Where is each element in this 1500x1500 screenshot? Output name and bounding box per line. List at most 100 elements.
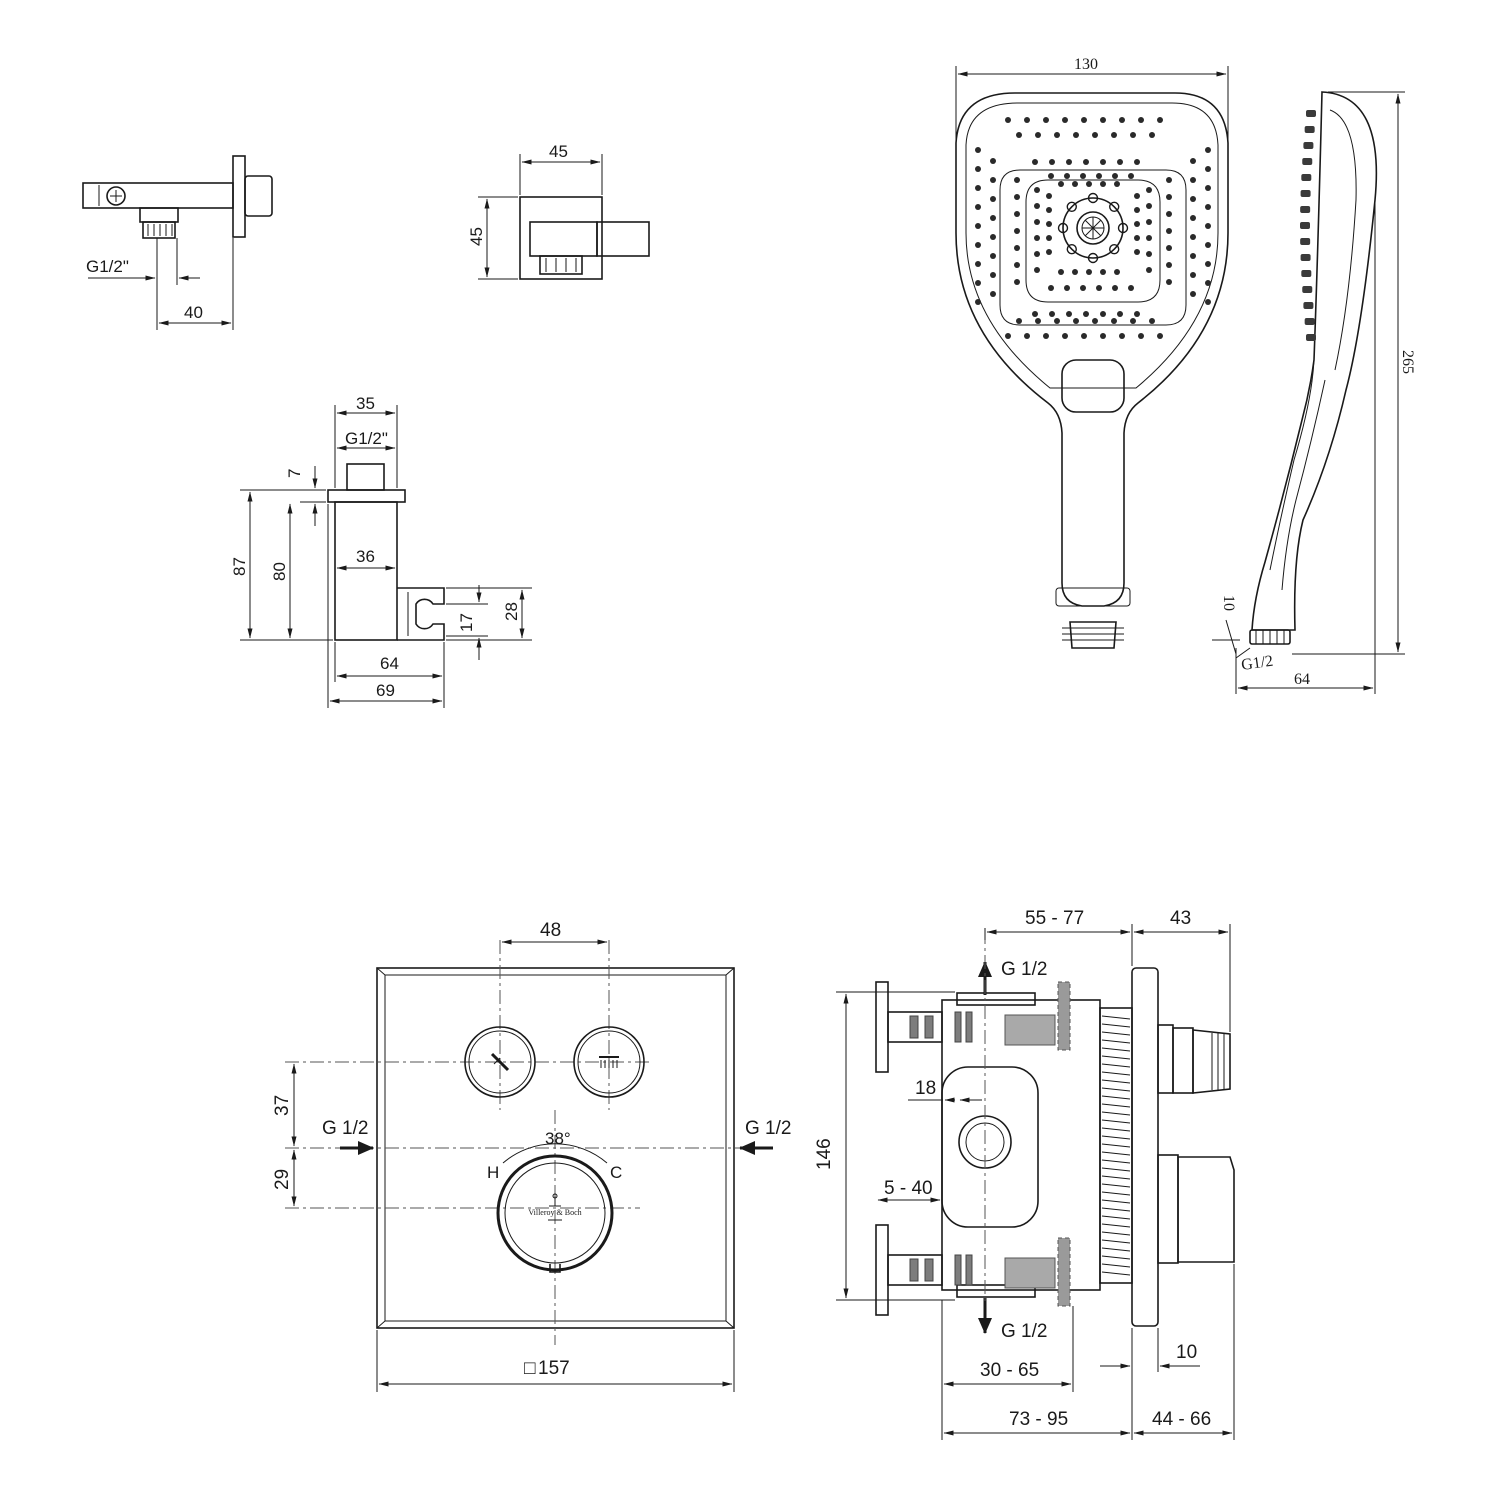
vertical-b-label: 29 xyxy=(272,1169,293,1190)
nozzle-dot xyxy=(1100,269,1106,275)
nozzle-dot xyxy=(1149,318,1155,324)
nozzle-dot xyxy=(1119,333,1125,339)
thread-line xyxy=(1101,1255,1131,1260)
nozzle-dot xyxy=(1073,318,1079,324)
cold-label: C xyxy=(610,1163,622,1182)
holder-total-height-label: 87 xyxy=(230,557,249,576)
nozzle-dot xyxy=(1128,285,1134,291)
holder-thread-label: G1/2" xyxy=(345,429,388,448)
nozzle-dot xyxy=(990,253,996,259)
hand-shower-width-label: 130 xyxy=(1074,56,1098,73)
thread-line xyxy=(1101,1263,1131,1268)
nozzle-dot xyxy=(1157,333,1163,339)
thread-lines xyxy=(1101,1015,1131,1276)
nozzle-dot xyxy=(1048,285,1054,291)
nozzle-dot xyxy=(990,272,996,278)
square-outlet-view: 45 45 xyxy=(467,142,650,280)
side-nozzle xyxy=(1302,158,1313,165)
nozzle-dot xyxy=(1014,194,1020,200)
nozzle-dot xyxy=(990,291,996,297)
nozzle-dot xyxy=(1205,185,1211,191)
holder-bracket-inner-label: 17 xyxy=(457,613,476,632)
nozzle-dot xyxy=(1086,269,1092,275)
thread-line xyxy=(1101,1135,1131,1140)
nozzle-dot xyxy=(1086,181,1092,187)
nozzle-dot xyxy=(1134,159,1140,165)
nozzle-dot xyxy=(1092,318,1098,324)
thermostat-side-view: G 1/2 G 1/2 55 - 77 43 18 146 5 - 40 10 xyxy=(814,908,1235,1440)
nozzle-dot xyxy=(1081,117,1087,123)
nozzle-dot xyxy=(1117,159,1123,165)
nozzle-dot xyxy=(990,234,996,240)
nozzle-dot xyxy=(975,204,981,210)
nozzle-dot xyxy=(1149,132,1155,138)
nozzle-dot xyxy=(1048,173,1054,179)
nozzle-dot xyxy=(1134,311,1140,317)
nozzle-dot xyxy=(1146,251,1152,257)
vertical-a-label: 37 xyxy=(272,1095,293,1116)
outlet-top-label: G 1/2 xyxy=(1001,959,1047,980)
inlet-left-label: G 1/2 xyxy=(322,1118,368,1139)
side-nozzles xyxy=(1300,110,1316,341)
nozzle-dot xyxy=(1130,318,1136,324)
nozzle-dot xyxy=(1146,203,1152,209)
side-nozzle xyxy=(1303,142,1314,149)
nozzle-dot xyxy=(1166,262,1172,268)
nozzle-dot xyxy=(1080,285,1086,291)
holder-bracket-height-label: 28 xyxy=(502,602,521,621)
nozzle-dot xyxy=(1119,117,1125,123)
nozzle-dot xyxy=(1083,159,1089,165)
nozzle-dot xyxy=(1166,279,1172,285)
hand-shower-length-label: 265 xyxy=(1399,350,1416,374)
nozzle-dot xyxy=(1058,181,1064,187)
nozzle-dot xyxy=(1014,177,1020,183)
thread-line xyxy=(1101,1087,1131,1092)
inlet-right-label: G 1/2 xyxy=(745,1118,791,1139)
nozzle-dot xyxy=(975,280,981,286)
hand-shower-button[interactable] xyxy=(464,1026,536,1098)
nozzle-dot xyxy=(1190,234,1196,240)
thread-line xyxy=(1101,1095,1131,1100)
thread-line xyxy=(1101,1079,1131,1084)
thread-line xyxy=(1101,1015,1131,1020)
nozzle-dot xyxy=(1100,181,1106,187)
hand-shower-icon xyxy=(490,1052,510,1072)
side-nozzle xyxy=(1300,238,1311,245)
nozzle-dot xyxy=(1054,132,1060,138)
thread-line xyxy=(1101,1031,1131,1036)
outlet-bottom-label: G 1/2 xyxy=(1001,1321,1047,1342)
wall-elbow-view: G1/2" 40 xyxy=(82,155,273,330)
nozzle-dot xyxy=(1134,235,1140,241)
nozzle-ring-dot xyxy=(1109,244,1120,255)
angle-label: 38° xyxy=(545,1129,571,1148)
nozzle-dot xyxy=(1064,285,1070,291)
holder-body-height-label: 80 xyxy=(270,562,289,581)
nozzle-dot xyxy=(1166,245,1172,251)
side-nozzle xyxy=(1301,270,1312,277)
nozzle-dot xyxy=(1080,173,1086,179)
thread-line xyxy=(1101,1047,1131,1052)
side-nozzle xyxy=(1301,174,1312,181)
nozzle-dot xyxy=(1014,245,1020,251)
nozzle-dot xyxy=(1146,235,1152,241)
temperature-knob[interactable]: Villeroy & Boch xyxy=(496,1154,614,1273)
nozzle-dot xyxy=(1024,117,1030,123)
side-nozzle xyxy=(1300,222,1310,229)
nozzle-dot xyxy=(1034,235,1040,241)
thermostat-front-view: Villeroy & Boch 38° H C 48 37 29 G 1/2 G… xyxy=(272,920,791,1392)
nozzle-dot xyxy=(990,177,996,183)
side-nozzle xyxy=(1300,190,1311,197)
nozzle-dot xyxy=(975,223,981,229)
nozzle-dot xyxy=(1190,177,1196,183)
overhead-shower-button[interactable] xyxy=(573,1026,645,1098)
side-nozzle xyxy=(1300,206,1311,213)
thread-line xyxy=(1101,1151,1131,1156)
thread-line xyxy=(1101,1239,1131,1244)
nozzle-dot xyxy=(1134,221,1140,227)
nozzle-dot xyxy=(1190,272,1196,278)
nozzle-dot xyxy=(1035,318,1041,324)
brand-mark-label: Villeroy & Boch xyxy=(528,1208,581,1217)
nozzle-dot xyxy=(1049,311,1055,317)
projection-range-label: 44 - 66 xyxy=(1152,1409,1211,1430)
center-nozzle-icon xyxy=(1062,197,1124,259)
